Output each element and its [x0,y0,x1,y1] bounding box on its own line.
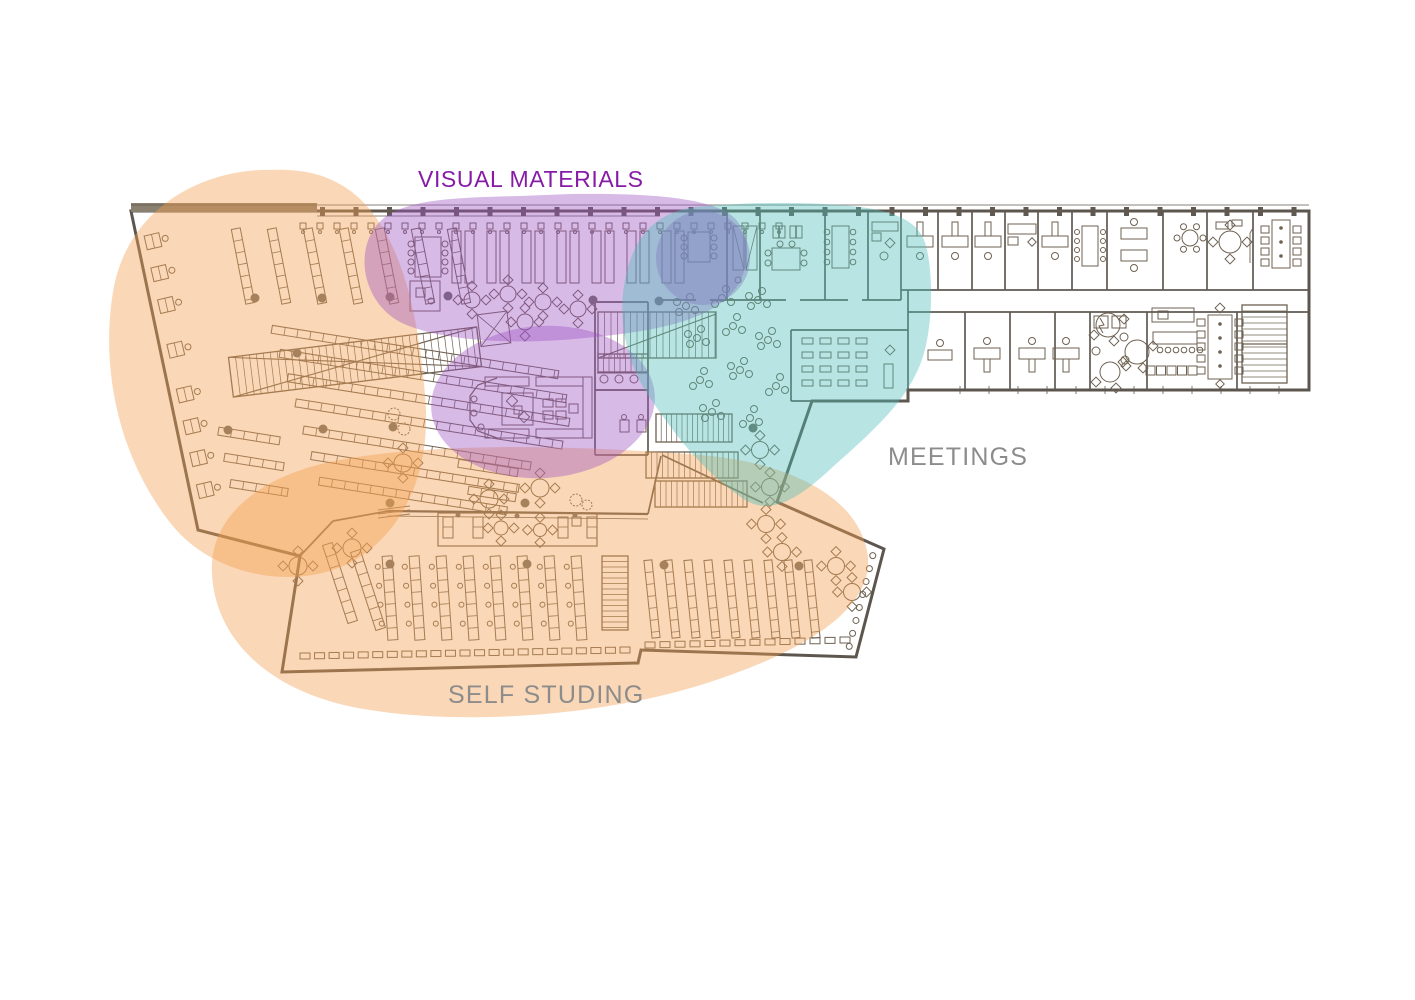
label-self-studying: SELF STUDING [448,681,644,709]
zone-labels: VISUAL MATERIALS MEETINGS SELF STUDING [418,166,1028,709]
label-visual-materials: VISUAL MATERIALS [418,166,644,192]
zone-visual-materials-spot [656,211,750,305]
zone-overlays [109,169,932,718]
zone-meetings [622,202,932,506]
north-wall-band [131,203,317,212]
zone-self-studying-study-hall [211,447,869,718]
zone-self-studying-library-wing [109,169,427,578]
structural-columns [223,291,804,571]
label-meetings: MEETINGS [888,443,1028,471]
furniture-symbols [143,218,1302,660]
glazing-and-mullions [131,204,1309,394]
floor-plan-drawing [129,203,1311,674]
zone-visual-materials-info [431,325,655,479]
zone-visual-materials-main [364,193,747,342]
building-outer-wall [129,209,1311,674]
